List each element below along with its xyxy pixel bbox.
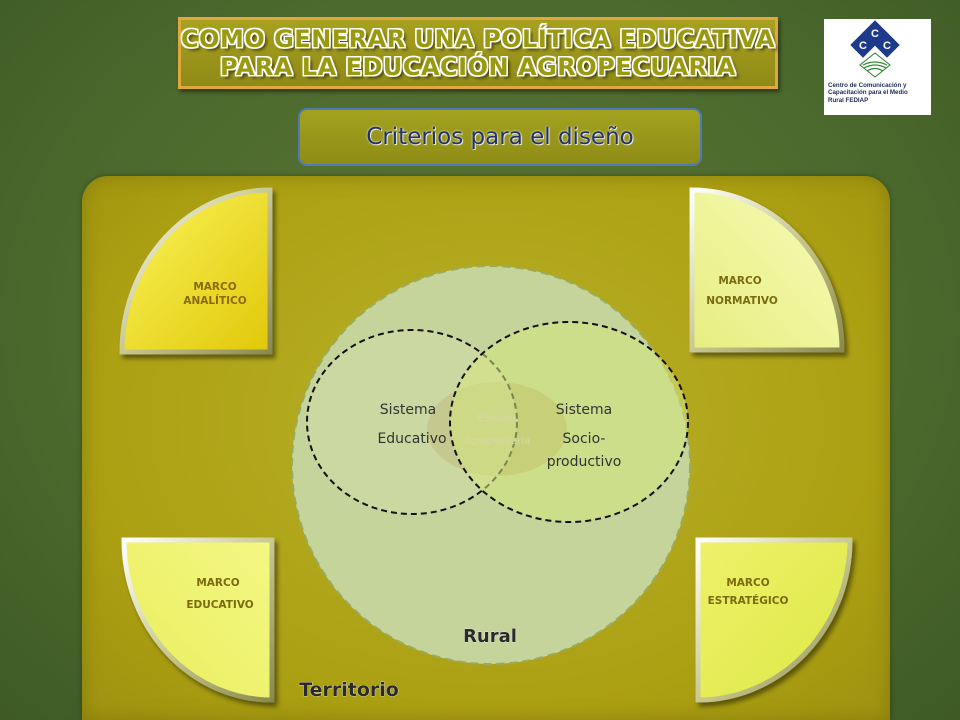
marco-analitico-label-1: MARCO [193, 281, 236, 293]
marco-estrategico-label-1: MARCO [726, 577, 769, 589]
logo-caption-line-2: Capacitación para el Medio [828, 89, 908, 97]
marco-normativo-label-2: NORMATIVO [706, 295, 778, 307]
logo-caption-line-1: Centro de Comunicación y [828, 82, 907, 89]
marco-estrategico-label-2: ESTRATÉGICO [708, 594, 789, 607]
sistema-socioproductivo-circle [449, 321, 689, 523]
subtitle-box: Criterios para el diseño [298, 108, 702, 166]
marco-educativo-quadrant [121, 537, 275, 703]
marco-normativo-quadrant [689, 187, 845, 353]
title-banner: COMO GENERAR UNA POLÍTICA EDUCATIVA PARA… [178, 17, 778, 89]
sistema-socioproductivo-label-1: Sistema [556, 402, 612, 418]
sistema-socioproductivo-label-3: productivo [547, 454, 622, 470]
title-line-2: PARA LA EDUCACIÓN AGROPECUARIA [219, 53, 737, 81]
subtitle: Criterios para el diseño [366, 124, 634, 150]
marco-educativo-label-2: EDUCATIVO [186, 599, 253, 611]
marco-educativo-label-1: MARCO [196, 577, 239, 589]
escuela-label-1: Escuela [478, 413, 516, 424]
logo-diamonds-icon: C C C [850, 20, 900, 78]
sistema-socioproductivo-label-2: Socio- [563, 431, 606, 447]
sistema-educativo-label-2: Educativo [377, 431, 446, 447]
marco-analitico-quadrant [119, 187, 273, 355]
logo-caption-line-3: Rural FEDIAP [828, 96, 869, 104]
marco-analitico-label-2: ANALÍTICO [183, 294, 246, 307]
logo-letter-top: C [871, 28, 879, 40]
logo-caption: Centro de Comunicación y Capacitación pa… [828, 82, 928, 104]
territorio-label: Territorio [299, 679, 399, 701]
sistema-educativo-label-1: Sistema [380, 402, 436, 418]
rural-label: Rural [463, 626, 517, 647]
logo-letter-right: C [883, 40, 891, 52]
marco-estrategico-quadrant [695, 537, 853, 703]
title-line-1: COMO GENERAR UNA POLÍTICA EDUCATIVA [180, 25, 776, 53]
fediap-logo: C C C Centro de Comunicación y Capacitac… [824, 19, 931, 115]
logo-letter-left: C [859, 40, 867, 52]
escuela-label-2: Agropecuaria [464, 436, 531, 447]
marco-normativo-label-1: MARCO [718, 275, 761, 287]
